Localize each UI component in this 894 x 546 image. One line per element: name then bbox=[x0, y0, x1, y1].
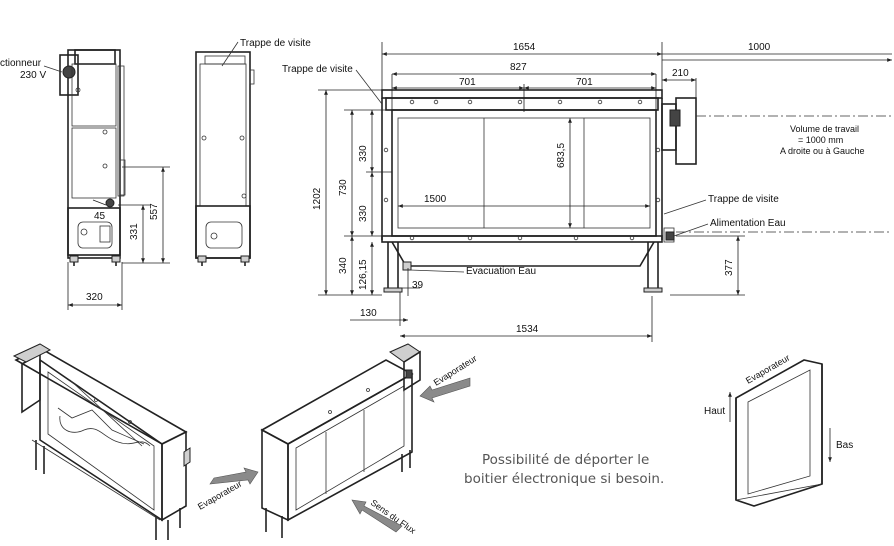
label-trappe-top-front: Trappe de visite bbox=[282, 64, 353, 75]
dim-1500: 1500 bbox=[424, 194, 447, 205]
dim-340: 340 bbox=[338, 257, 349, 274]
dim-330-a: 330 bbox=[358, 145, 369, 162]
dim-45: 45 bbox=[94, 211, 106, 222]
label-alimentation-eau: Alimentation Eau bbox=[710, 218, 786, 229]
dim-827: 827 bbox=[510, 62, 527, 73]
flow-arrow-icon bbox=[351, 499, 403, 533]
label-evaporateur-iso-left: Evaporateur bbox=[196, 479, 243, 512]
dim-1654: 1654 bbox=[513, 42, 536, 53]
label-volume-3: A droite ou à Gauche bbox=[780, 146, 865, 156]
note-line-1: Possibilité de déporter le bbox=[482, 452, 649, 468]
dim-1000: 1000 bbox=[748, 42, 771, 53]
label-haut: Haut bbox=[704, 406, 725, 417]
dim-557: 557 bbox=[149, 203, 160, 220]
dim-1534: 1534 bbox=[516, 324, 539, 335]
label-voltage: 230 V bbox=[20, 70, 46, 81]
label-evacuation-eau: Evacuation Eau bbox=[466, 266, 536, 277]
actuator-knob-icon bbox=[62, 65, 76, 79]
main-dimensions: 1654 1000 827 701 701 210 1202 730 330 3… bbox=[312, 42, 892, 342]
dim-331: 331 bbox=[129, 223, 140, 240]
evaporator-arrow-icon bbox=[419, 377, 471, 403]
label-volume-1: Volume de travail bbox=[790, 124, 859, 134]
dim-701-b: 701 bbox=[576, 77, 593, 88]
main-front-view bbox=[381, 89, 697, 293]
iso-view-left bbox=[12, 343, 191, 540]
label-trappe-top-side: Trappe de visite bbox=[240, 38, 311, 49]
label-volume-2: = 1000 mm bbox=[798, 135, 843, 145]
side-view bbox=[59, 49, 126, 266]
dim-330-b: 330 bbox=[358, 205, 369, 222]
label-bas: Bas bbox=[836, 440, 853, 451]
dim-683-5: 683,5 bbox=[556, 143, 567, 168]
note-line-2: boitier électronique si besoin. bbox=[464, 471, 664, 487]
label-actionneur: ctionneur bbox=[0, 58, 42, 69]
dim-377: 377 bbox=[724, 259, 735, 276]
evaporator-arrow-left-icon bbox=[209, 467, 259, 485]
label-trappe-right: Trappe de visite bbox=[708, 194, 779, 205]
dim-126-15: 126,15 bbox=[358, 259, 369, 290]
front-narrow-view bbox=[195, 41, 255, 266]
dim-39: 39 bbox=[412, 280, 424, 291]
dim-730: 730 bbox=[338, 179, 349, 196]
evaporator-box bbox=[728, 359, 832, 507]
dim-320: 320 bbox=[86, 292, 103, 303]
iso-view-center bbox=[209, 343, 471, 538]
dim-210: 210 bbox=[672, 68, 689, 79]
dim-130: 130 bbox=[360, 308, 377, 319]
dim-701-a: 701 bbox=[459, 77, 476, 88]
side-view-dimensions: 320 557 331 45 bbox=[67, 166, 170, 310]
dim-1202: 1202 bbox=[312, 187, 323, 210]
